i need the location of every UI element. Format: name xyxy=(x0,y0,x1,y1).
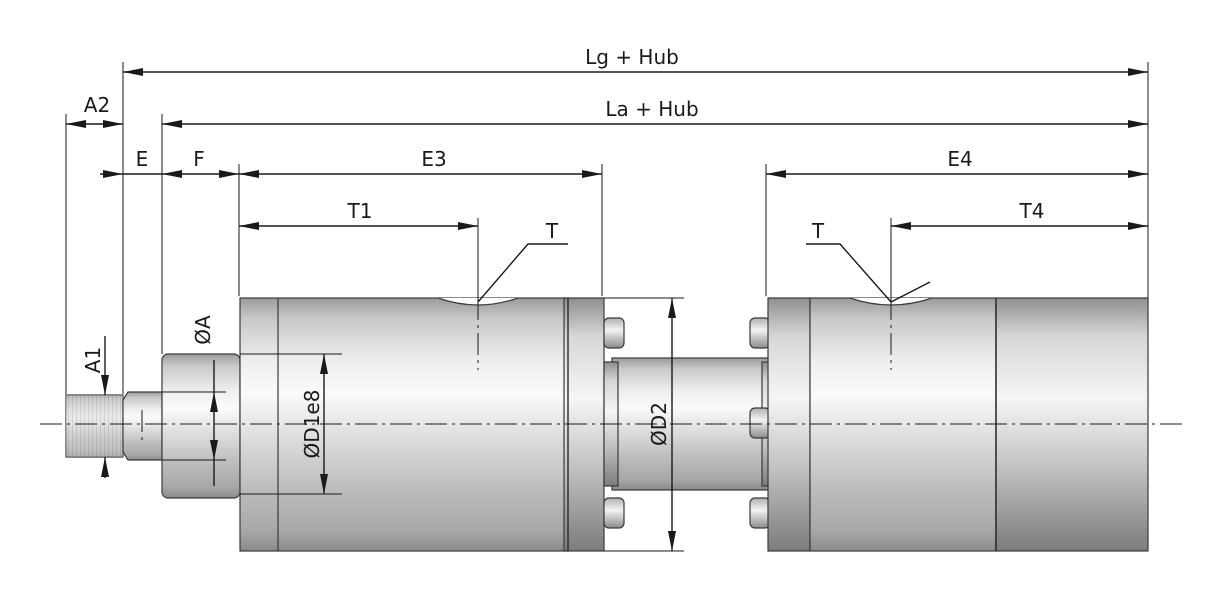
leader-t-left xyxy=(477,243,568,303)
label-a2: A2 xyxy=(84,93,110,117)
center-lines xyxy=(40,298,1185,440)
label-a1: A1 xyxy=(81,347,105,373)
label-dia-a: ØA xyxy=(191,315,215,345)
piston-rod xyxy=(161,353,241,499)
label-t-left: T xyxy=(545,219,559,243)
label-f: F xyxy=(193,147,205,171)
dimension-labels: Lg + Hub La + Hub A2 E F E3 E4 T1 T4 T T… xyxy=(81,45,1044,458)
label-e3: E3 xyxy=(421,147,446,171)
label-e4: E4 xyxy=(947,147,972,171)
label-la-hub: La + Hub xyxy=(605,97,698,121)
label-t1: T1 xyxy=(347,199,373,223)
label-dia-d1: ØD1e8 xyxy=(300,390,324,459)
label-lg-hub: Lg + Hub xyxy=(585,45,679,69)
label-t4: T4 xyxy=(1019,199,1045,223)
label-dia-d2: ØD2 xyxy=(647,402,671,446)
dimension-lines xyxy=(66,68,1148,551)
label-e: E xyxy=(136,147,149,171)
leader-t-right xyxy=(806,243,892,303)
label-t-right: T xyxy=(811,219,825,243)
